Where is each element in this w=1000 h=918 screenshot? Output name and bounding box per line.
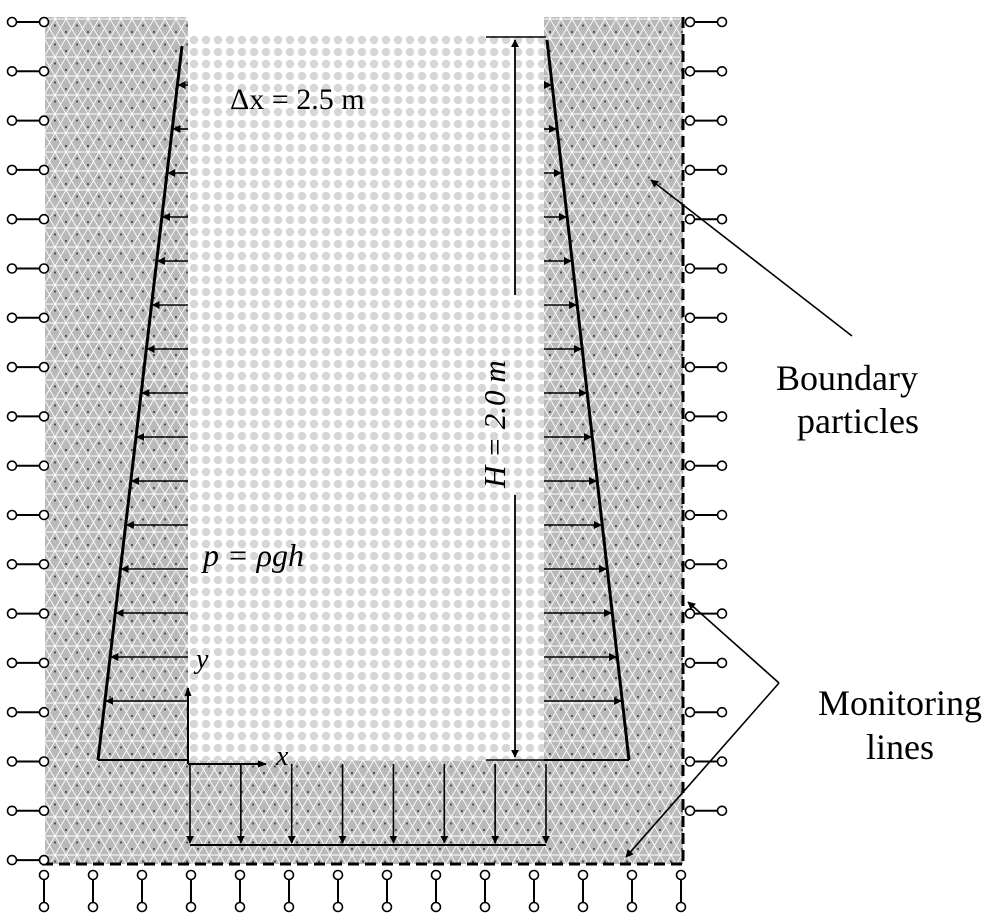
pressure-arrows-bottom — [186, 764, 550, 844]
roller-support-right — [684, 509, 728, 521]
roller-support-left — [6, 361, 50, 373]
roller-support-bottom — [38, 869, 50, 913]
pressure-arrows-left — [105, 81, 188, 705]
roller-support-bottom — [234, 869, 246, 913]
roller-support-right — [684, 115, 728, 126]
roller-support-left — [6, 756, 50, 767]
roller-support-bottom — [283, 869, 295, 913]
roller-support-left — [6, 805, 50, 817]
roller-support-left — [6, 213, 50, 225]
roller-support-bottom — [479, 869, 491, 913]
roller-support-left — [6, 657, 50, 669]
roller-support-right — [684, 460, 728, 472]
roller-support-right — [684, 805, 728, 817]
roller-support-left — [6, 66, 50, 77]
y-axis-label: y — [193, 644, 209, 675]
x-axis-label: x — [275, 741, 289, 772]
roller-support-left — [6, 263, 50, 274]
monitoring-leader-line-right — [687, 601, 780, 684]
boundary-particles-label-line2: particles — [797, 401, 919, 441]
pressure-envelope-right — [545, 39, 631, 761]
roller-support-left — [6, 115, 50, 126]
roller-support-right — [684, 706, 728, 718]
roller-support-right — [684, 66, 728, 77]
roller-support-bottom — [332, 869, 344, 913]
roller-support-right — [684, 213, 728, 225]
pressure-arrows-right — [543, 81, 623, 705]
roller-support-bottom — [626, 869, 638, 913]
roller-support-right — [684, 558, 728, 570]
roller-support-right — [684, 16, 728, 28]
pressure-envelope-left — [96, 45, 184, 761]
particle-spacing-label: Δx = 2.5 m — [230, 83, 365, 116]
roller-support-right — [684, 312, 728, 324]
height-label: H = 2.0 m — [477, 360, 512, 489]
roller-support-left — [6, 460, 50, 472]
roller-support-left — [6, 164, 50, 176]
roller-support-left — [6, 312, 50, 324]
roller-support-left — [6, 509, 50, 521]
monitoring-lines-label-line2: lines — [866, 727, 934, 767]
roller-support-bottom — [430, 869, 442, 913]
roller-support-left — [6, 854, 50, 866]
roller-support-right — [684, 756, 728, 767]
monitoring-leader-line-bottom — [625, 682, 780, 858]
boundary-particles-label-line1: Boundary — [776, 358, 918, 398]
roller-support-right — [684, 164, 728, 176]
roller-support-bottom — [87, 869, 99, 913]
roller-support-bottom — [528, 869, 540, 913]
height-label-backing — [470, 295, 525, 495]
roller-support-right — [684, 411, 728, 422]
roller-support-right — [684, 657, 728, 669]
roller-support-right — [684, 608, 728, 619]
roller-support-left — [6, 16, 50, 28]
roller-supports — [6, 16, 728, 913]
roller-support-left — [6, 558, 50, 570]
roller-support-left — [6, 608, 50, 619]
pressure-formula: p = ρgh — [201, 537, 304, 573]
roller-support-right — [684, 361, 728, 373]
roller-support-bottom — [381, 869, 393, 913]
roller-support-left — [6, 411, 50, 422]
roller-support-right — [684, 263, 728, 274]
tank-opening — [188, 17, 544, 34]
roller-support-bottom — [185, 869, 197, 913]
roller-support-bottom — [136, 869, 148, 913]
roller-support-bottom — [675, 869, 687, 913]
monitoring-lines-label-line1: Monitoring — [818, 683, 982, 723]
roller-support-left — [6, 706, 50, 718]
roller-support-bottom — [577, 869, 589, 913]
boundary-leader-line — [650, 179, 853, 337]
